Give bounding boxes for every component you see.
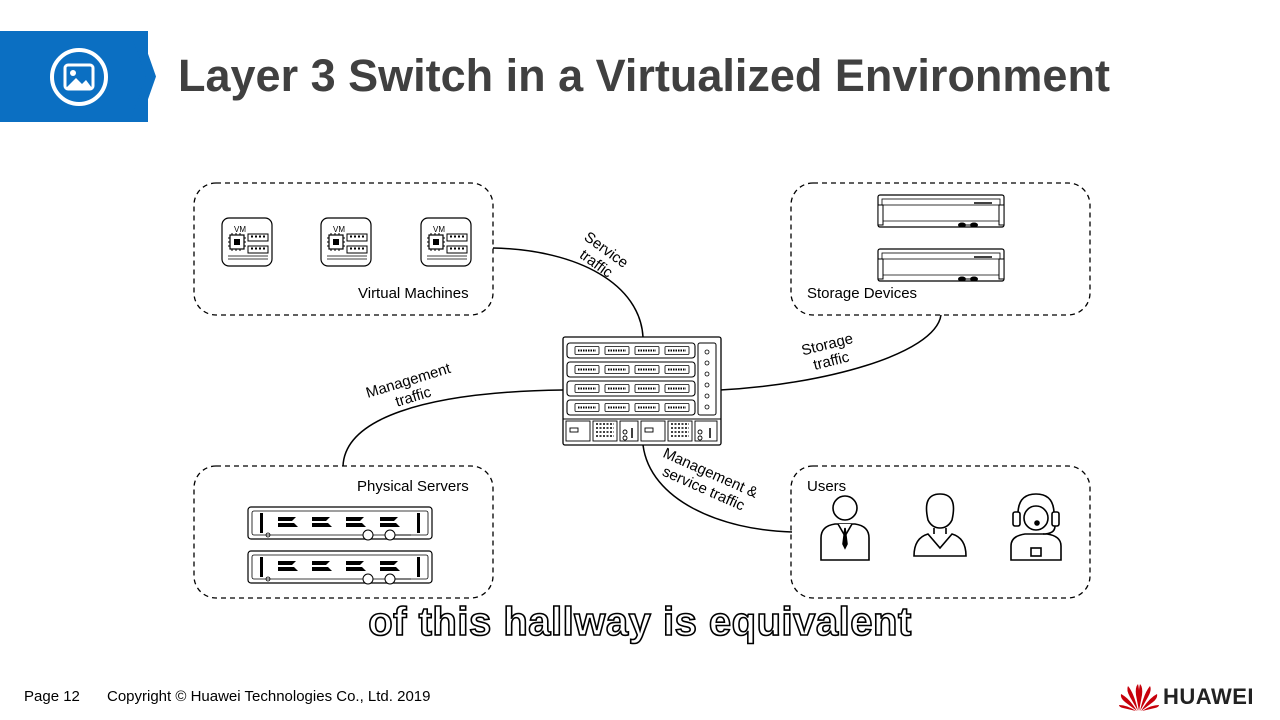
physical-servers-group <box>193 465 494 599</box>
switch-icon <box>562 336 722 446</box>
vm-icon <box>420 217 472 267</box>
storage-device-icon <box>877 194 1005 229</box>
vm-icon <box>221 217 273 267</box>
brand-name: HUAWEI <box>1163 684 1254 709</box>
vm-icon <box>320 217 372 267</box>
physical-server-icon <box>247 506 433 541</box>
storage-devices-group <box>790 182 1091 316</box>
storage-devices-label: Storage Devices <box>807 285 918 302</box>
copyright-text: Copyright © Huawei Technologies Co., Ltd… <box>107 688 431 705</box>
users-label: Users <box>807 478 847 495</box>
physical-server-icon <box>247 550 433 585</box>
male-user-icon <box>820 495 870 561</box>
physical-servers-label: Physical Servers <box>357 478 469 495</box>
header-chevron <box>130 31 156 122</box>
users-group <box>790 465 1091 599</box>
page-title: Layer 3 Switch in a Virtualized Environm… <box>178 50 1110 101</box>
storage-device-icon <box>877 248 1005 283</box>
mgmt-service-traffic-link <box>642 444 793 533</box>
video-subtitle: of this hallway is equivalent <box>367 599 912 645</box>
virtual-machines-label: Virtual Machines <box>358 285 469 302</box>
image-icon <box>50 48 108 106</box>
page-number: Page 12 <box>24 688 80 705</box>
header-band <box>0 31 148 122</box>
service-traffic-link <box>492 247 644 338</box>
huawei-logo-icon <box>1119 684 1159 711</box>
female-user-icon <box>913 493 967 557</box>
storage-traffic-link <box>719 314 942 391</box>
virtual-machines-group <box>193 182 494 316</box>
support-agent-icon <box>1010 493 1062 561</box>
management-traffic-link <box>342 389 564 467</box>
